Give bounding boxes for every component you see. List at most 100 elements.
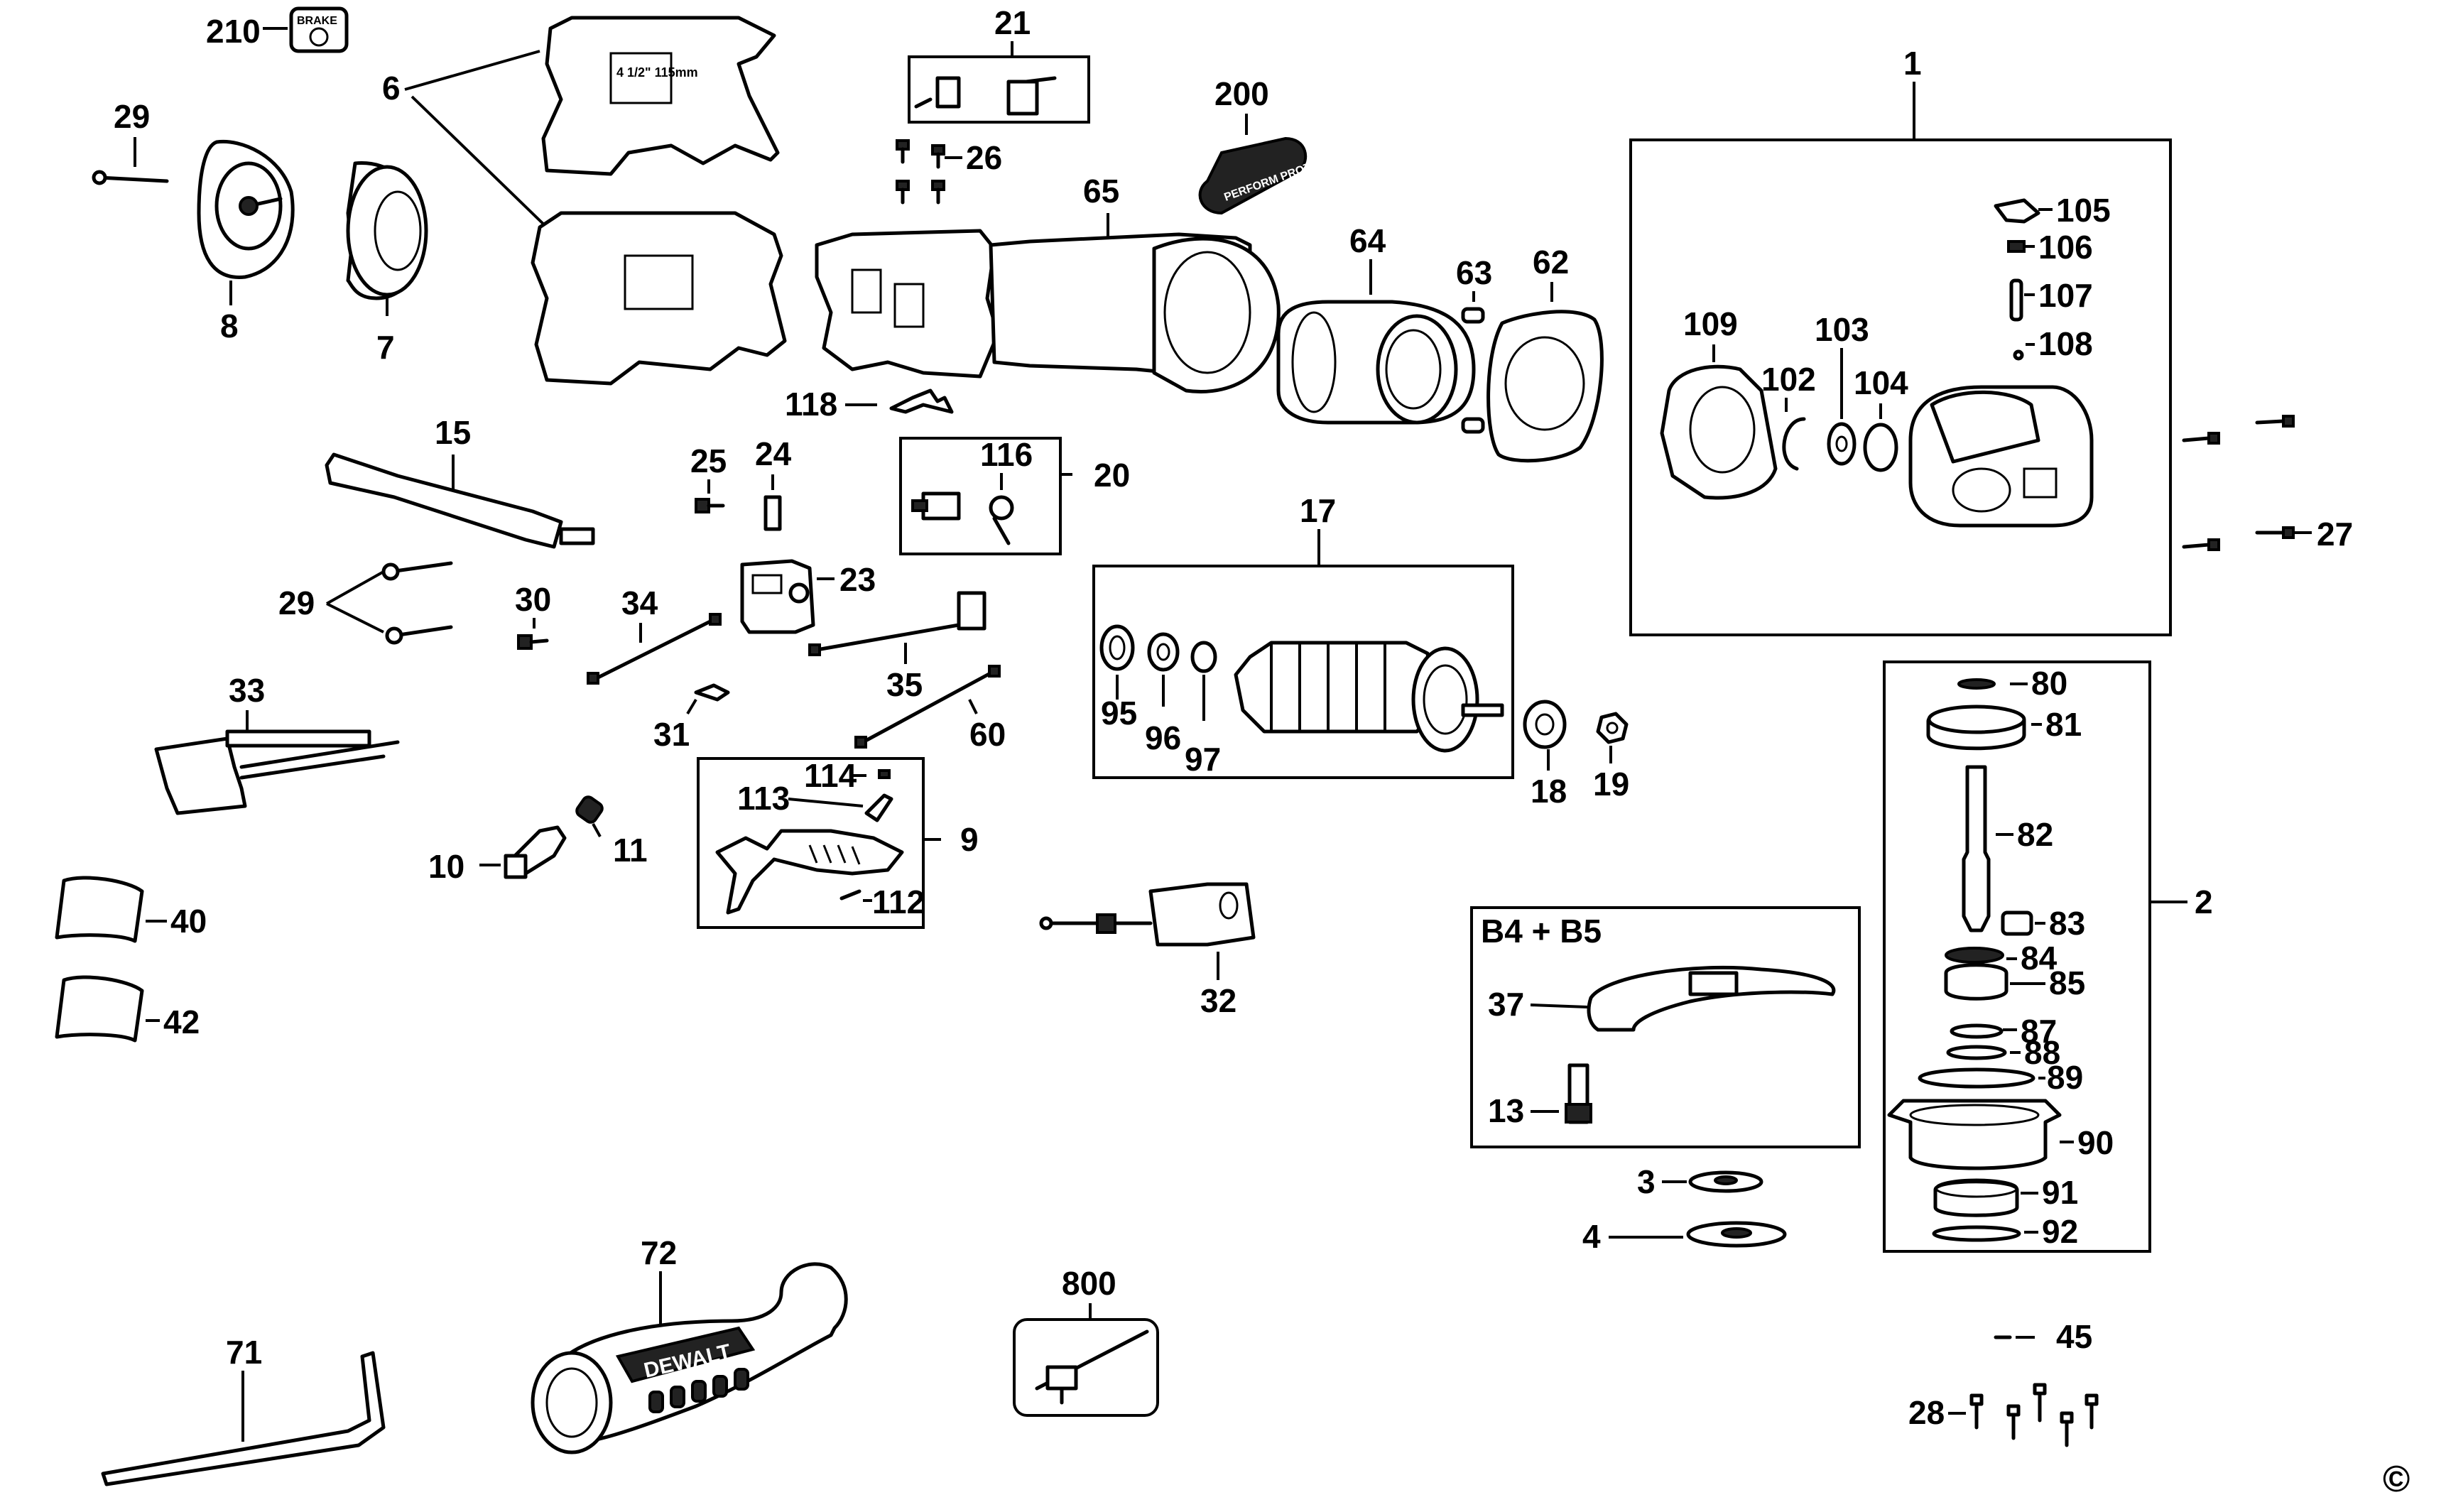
- callout-4: 4: [1582, 1218, 1601, 1255]
- part-800-kit: 800: [1013, 1265, 1159, 1417]
- part-21-brushes: 21: [908, 4, 1090, 124]
- part-29-screw-upper: 29: [92, 98, 169, 185]
- callout-118: 118: [785, 386, 837, 423]
- callout-31: 31: [653, 716, 690, 753]
- callout-102: 102: [1761, 361, 1816, 398]
- callout-10: 10: [428, 848, 464, 885]
- part-71-hex-key: 71: [101, 1334, 386, 1486]
- part-3-inner-flange: 3: [1637, 1163, 1763, 1200]
- callout-24: 24: [755, 435, 792, 472]
- part-210-brake-badge: 210 BRAKE: [206, 6, 349, 53]
- callout-83: 83: [2049, 905, 2085, 942]
- part-72-side-handle: 72 DEWALT: [531, 1234, 848, 1454]
- part-31-clip: 31: [653, 683, 730, 753]
- callout-2: 2: [2195, 883, 2213, 920]
- callout-45: 45: [2056, 1318, 2092, 1355]
- callout-18: 18: [1531, 773, 1567, 810]
- part-34-wire: 34: [587, 584, 722, 685]
- callout-29-lower: 29: [278, 584, 315, 621]
- callout-90: 90: [2077, 1124, 2114, 1161]
- callout-9: 9: [960, 821, 979, 858]
- brake-badge-text: BRAKE: [297, 15, 337, 27]
- callout-60: 60: [969, 716, 1006, 753]
- part-2-spindle-assembly: 2 80 81 82 83 84 85 87 88 89 90: [1883, 660, 2213, 1253]
- part-40-label: 40: [55, 876, 207, 943]
- callout-27: 27: [2317, 516, 2353, 553]
- part-19-nut: 19: [1593, 712, 1629, 803]
- part-65-gear-housing: 65: [815, 173, 1281, 393]
- callout-210: 210: [206, 13, 261, 50]
- callout-33: 33: [229, 672, 265, 709]
- part-27-screws: 27: [2182, 415, 2353, 553]
- callout-72: 72: [641, 1234, 677, 1271]
- callout-15: 15: [435, 414, 471, 451]
- callout-1: 1: [1903, 45, 1922, 82]
- part-64-field: 64: [1276, 222, 1476, 425]
- part-7-baffle: 7: [346, 161, 428, 366]
- callout-82: 82: [2017, 816, 2053, 853]
- callout-106: 106: [2038, 229, 2093, 266]
- callout-109: 109: [1683, 305, 1738, 342]
- callout-103: 103: [1815, 311, 1869, 348]
- callout-91: 91: [2042, 1174, 2078, 1211]
- callout-13: 13: [1488, 1092, 1524, 1129]
- part-4-outer-flange: 4: [1582, 1218, 1787, 1255]
- callout-21: 21: [994, 4, 1031, 41]
- part-10-plug: 10: [428, 825, 567, 885]
- callout-26: 26: [966, 139, 1002, 176]
- callout-114: 114: [804, 757, 857, 794]
- copyright-mark: ©: [2383, 1459, 2410, 1500]
- callout-6: 6: [382, 70, 401, 107]
- part-30-screw: 30: [515, 581, 551, 650]
- callout-35: 35: [886, 666, 923, 703]
- callout-11: 11: [613, 832, 648, 869]
- callout-108: 108: [2038, 325, 2093, 362]
- part-b4-b5-guard-kit: B4 + B5 37 13: [1470, 906, 1861, 1148]
- part-200-badge: 200 PERFORM PROTECT: [1198, 75, 1335, 215]
- callout-71: 71: [226, 1334, 262, 1371]
- callout-200: 200: [1214, 75, 1269, 112]
- part-1-gear-case-assembly: 1 105 106 107 108 109 102 103 104: [1629, 45, 2172, 636]
- callout-62: 62: [1533, 244, 1569, 281]
- callout-28: 28: [1908, 1394, 1945, 1431]
- callout-116: 116: [980, 436, 1033, 473]
- part-42-label: 42: [55, 975, 200, 1043]
- callout-89: 89: [2047, 1059, 2083, 1096]
- part-11-knob: 11: [575, 795, 648, 869]
- callout-92: 92: [2042, 1213, 2078, 1250]
- part-18-bearing: 18: [1523, 700, 1567, 810]
- callout-84: 84: [2021, 940, 2058, 977]
- callout-19: 19: [1593, 766, 1629, 803]
- part-63-pins: 63: [1456, 254, 1492, 434]
- part-62-baffle: 62: [1486, 244, 1604, 463]
- part-26-screws: 26: [896, 139, 1002, 205]
- copyright-symbol: ©: [2383, 1459, 2410, 1500]
- part-32-module: 32: [1039, 882, 1256, 1019]
- callout-40: 40: [170, 903, 207, 940]
- callout-800: 800: [1062, 1265, 1116, 1302]
- part-35-wire: 35: [808, 591, 986, 703]
- callout-105: 105: [2056, 192, 2111, 229]
- callout-65: 65: [1083, 173, 1119, 210]
- callout-104: 104: [1854, 364, 1908, 401]
- callout-113: 113: [737, 780, 790, 817]
- callout-42: 42: [163, 1004, 200, 1040]
- callout-64: 64: [1349, 222, 1386, 259]
- part-25-screw: 25: [690, 442, 727, 513]
- callout-25: 25: [690, 442, 727, 479]
- callout-3: 3: [1637, 1163, 1656, 1200]
- part-118-clip: 118: [785, 386, 954, 423]
- part-23-switch: 23: [740, 559, 876, 634]
- callout-63: 63: [1456, 254, 1492, 291]
- callout-87: 87: [2021, 1013, 2057, 1050]
- callout-37: 37: [1488, 986, 1524, 1023]
- callout-80: 80: [2031, 665, 2067, 702]
- callout-107: 107: [2038, 277, 2093, 314]
- part-20-switch-assembly: 116 20: [899, 436, 1130, 555]
- part-33-switch-rod: 33: [154, 672, 400, 815]
- callout-96: 96: [1145, 719, 1181, 756]
- part-29-screws-lower: 29: [278, 561, 453, 645]
- part-28-screws: 28: [1908, 1383, 2099, 1447]
- part-24-spring: 24: [755, 435, 792, 531]
